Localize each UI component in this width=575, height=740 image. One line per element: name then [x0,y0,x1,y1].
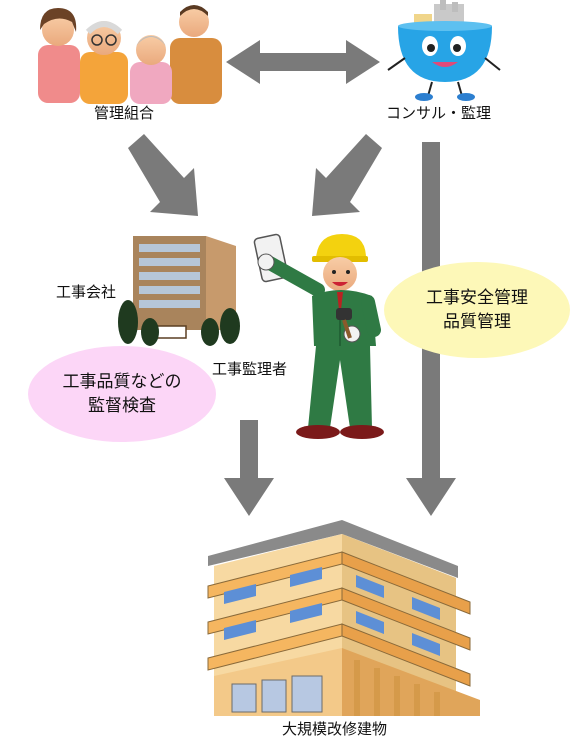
target-building-label: 大規模改修建物 [282,720,388,738]
inspection-bubble: 工事品質などの 監督検査 [28,346,216,442]
arrow-consultant-to-supervisor [312,134,382,216]
safety-bubble-line2: 品質管理 [443,312,511,332]
supervisor-worker [253,233,384,439]
arrow-association-to-contractor [128,134,198,216]
consultant-label: コンサル・監理 [386,104,492,122]
double-arrow [226,40,380,84]
contractor-building [118,236,240,346]
renovation-building [207,520,480,716]
management-association-label: 管理組合 [94,104,155,122]
inspection-bubble-line1: 工事品質などの [62,372,182,392]
family-illustration [38,5,222,104]
safety-bubble-line1: 工事安全管理 [426,288,528,308]
arrow-contractor-to-building [224,420,274,516]
inspection-bubble-line2: 監督検査 [88,396,156,416]
supervisor-label: 工事監理者 [212,360,288,378]
contractor-label: 工事会社 [56,283,117,301]
consultant-mascot [387,0,501,101]
safety-quality-bubble: 工事安全管理 品質管理 [384,262,570,358]
